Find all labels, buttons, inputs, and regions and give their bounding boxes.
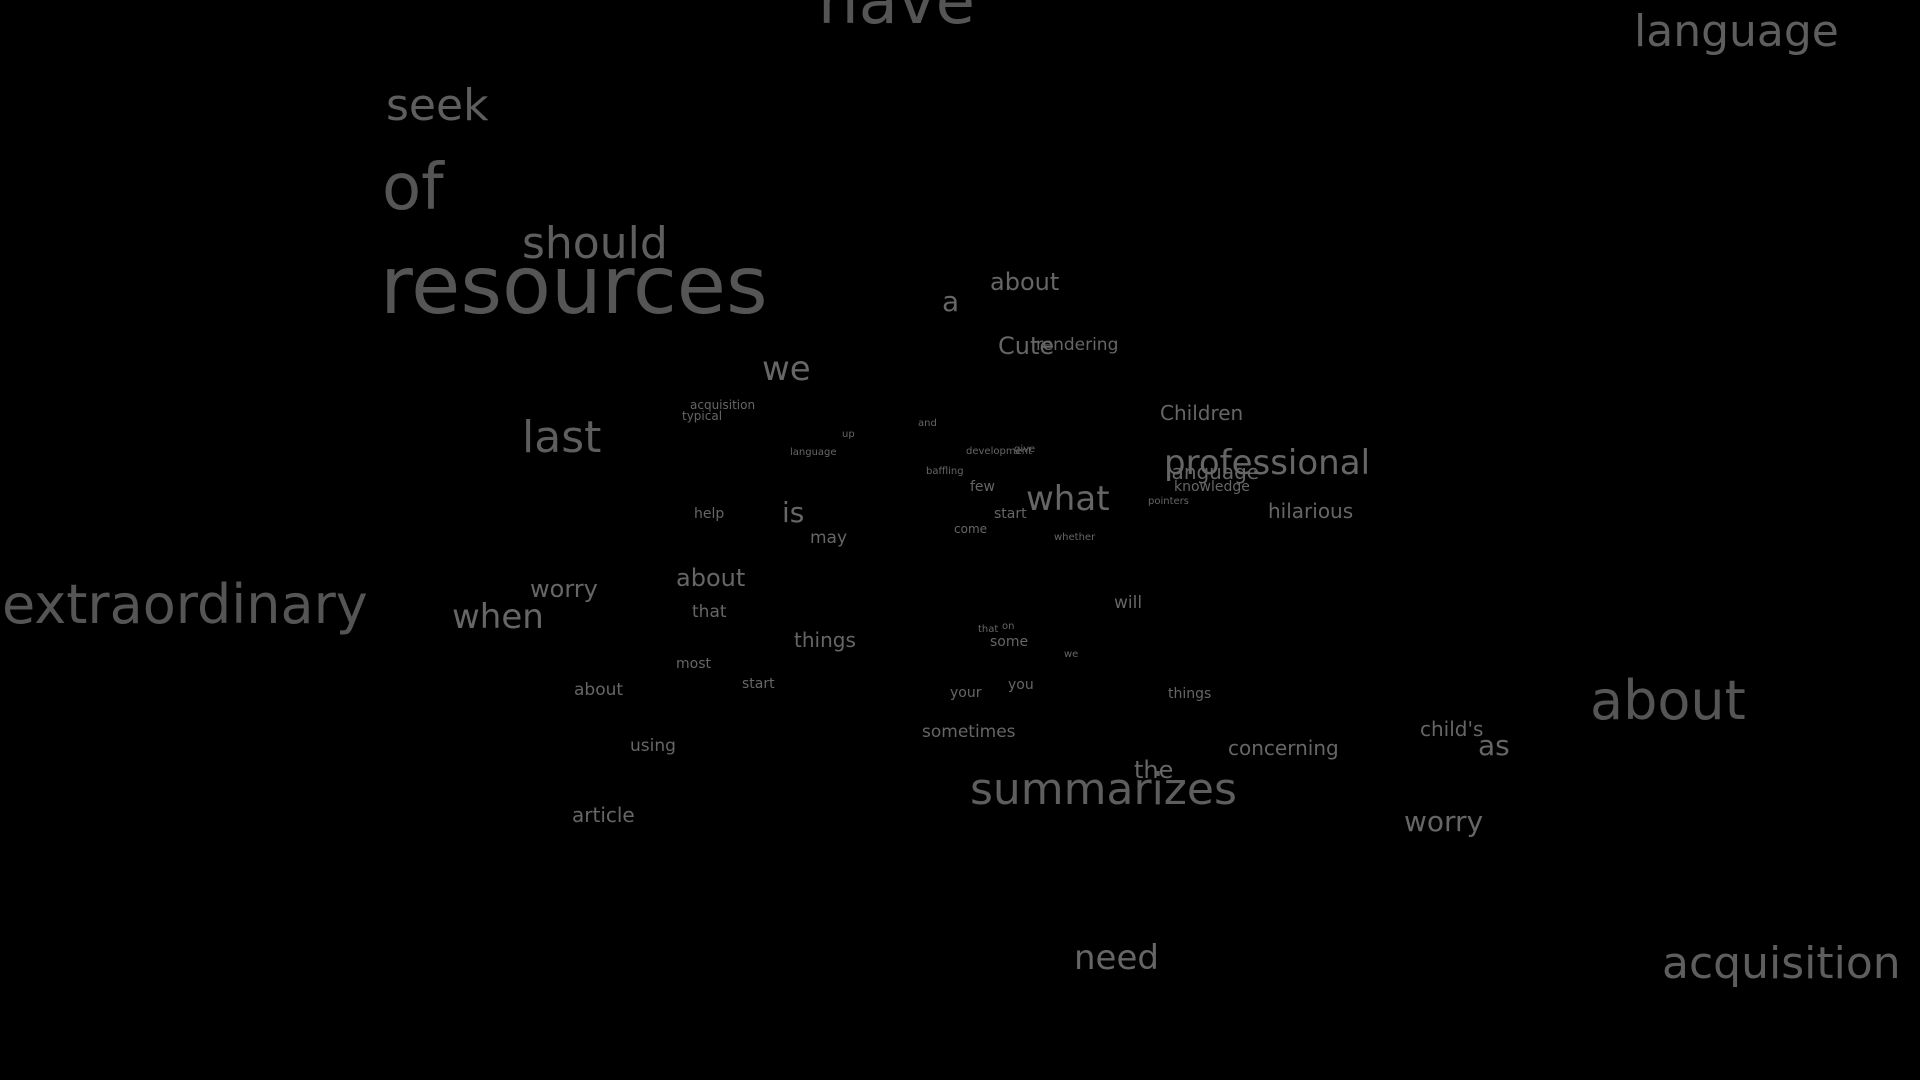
word-acquisition-large: acquisition <box>1662 938 1901 989</box>
word-give: give <box>1014 444 1036 455</box>
word-and: and <box>918 418 937 429</box>
word-we-small: we <box>1064 649 1079 660</box>
word-when: when <box>452 597 544 637</box>
word-come: come <box>954 522 988 536</box>
word-things: things <box>794 628 856 652</box>
word-knowledge: knowledge <box>1174 479 1250 495</box>
word-using: using <box>630 736 676 756</box>
word-we: we <box>762 349 811 389</box>
word-about-large: about <box>1590 669 1746 732</box>
word-professional: professional <box>1164 443 1371 483</box>
word-last: last <box>522 412 602 463</box>
word-resources: resources <box>380 239 768 332</box>
word-summarizes: summarizes <box>970 764 1237 815</box>
word-language: language <box>1634 6 1839 57</box>
word-seek: seek <box>386 80 489 131</box>
word-some: some <box>990 634 1029 650</box>
word-pointers: pointers <box>1148 496 1189 507</box>
word-childs: child's <box>1420 717 1484 741</box>
word-cute: Cute <box>998 332 1055 360</box>
word-start-small: start <box>994 506 1027 522</box>
word-language-mid: language <box>1166 460 1260 484</box>
word-typical: typical <box>682 409 723 423</box>
word-concerning: concerning <box>1228 736 1339 760</box>
word-on: on <box>1002 621 1015 632</box>
word-that: that <box>692 602 727 622</box>
word-should: should <box>522 218 668 269</box>
word-things-small: things <box>1168 686 1212 702</box>
word-about-left: about <box>574 680 624 700</box>
word-sometimes: sometimes <box>922 722 1016 742</box>
word-start: start <box>742 676 775 692</box>
word-as: as <box>1478 729 1510 762</box>
word-article: article <box>572 803 635 827</box>
word-few: few <box>970 479 995 495</box>
word-need: need <box>1074 938 1159 978</box>
word-whether: whether <box>1054 532 1096 543</box>
word-rendering: rendering <box>1036 335 1119 355</box>
word-a: a <box>942 285 960 318</box>
word-will: will <box>1114 593 1143 613</box>
word-development: development <box>966 446 1032 457</box>
word-language-small: language <box>790 447 837 458</box>
word-up: up <box>842 429 855 440</box>
word-children: Children <box>1160 401 1244 425</box>
word-help: help <box>694 506 725 522</box>
word-extraordinary: extraordinary <box>2 573 368 636</box>
word-worry: worry <box>530 575 598 603</box>
word-have: have <box>818 0 976 39</box>
word-may: may <box>810 528 848 548</box>
word-hilarious: hilarious <box>1268 499 1354 523</box>
word-the: the <box>1134 756 1174 784</box>
word-acquisition: acquisition <box>690 398 756 412</box>
word-most: most <box>676 656 711 672</box>
word-your: your <box>950 685 982 701</box>
word-about-center: about <box>676 564 746 592</box>
word-worry-right: worry <box>1404 805 1484 838</box>
word-that-small: that <box>978 624 999 635</box>
word-about: about <box>990 268 1060 296</box>
word-of: of <box>382 151 444 225</box>
word-baffling: baffling <box>926 466 964 477</box>
word-you: you <box>1008 677 1034 693</box>
word-what: what <box>1026 479 1110 519</box>
word-is: is <box>782 496 805 529</box>
